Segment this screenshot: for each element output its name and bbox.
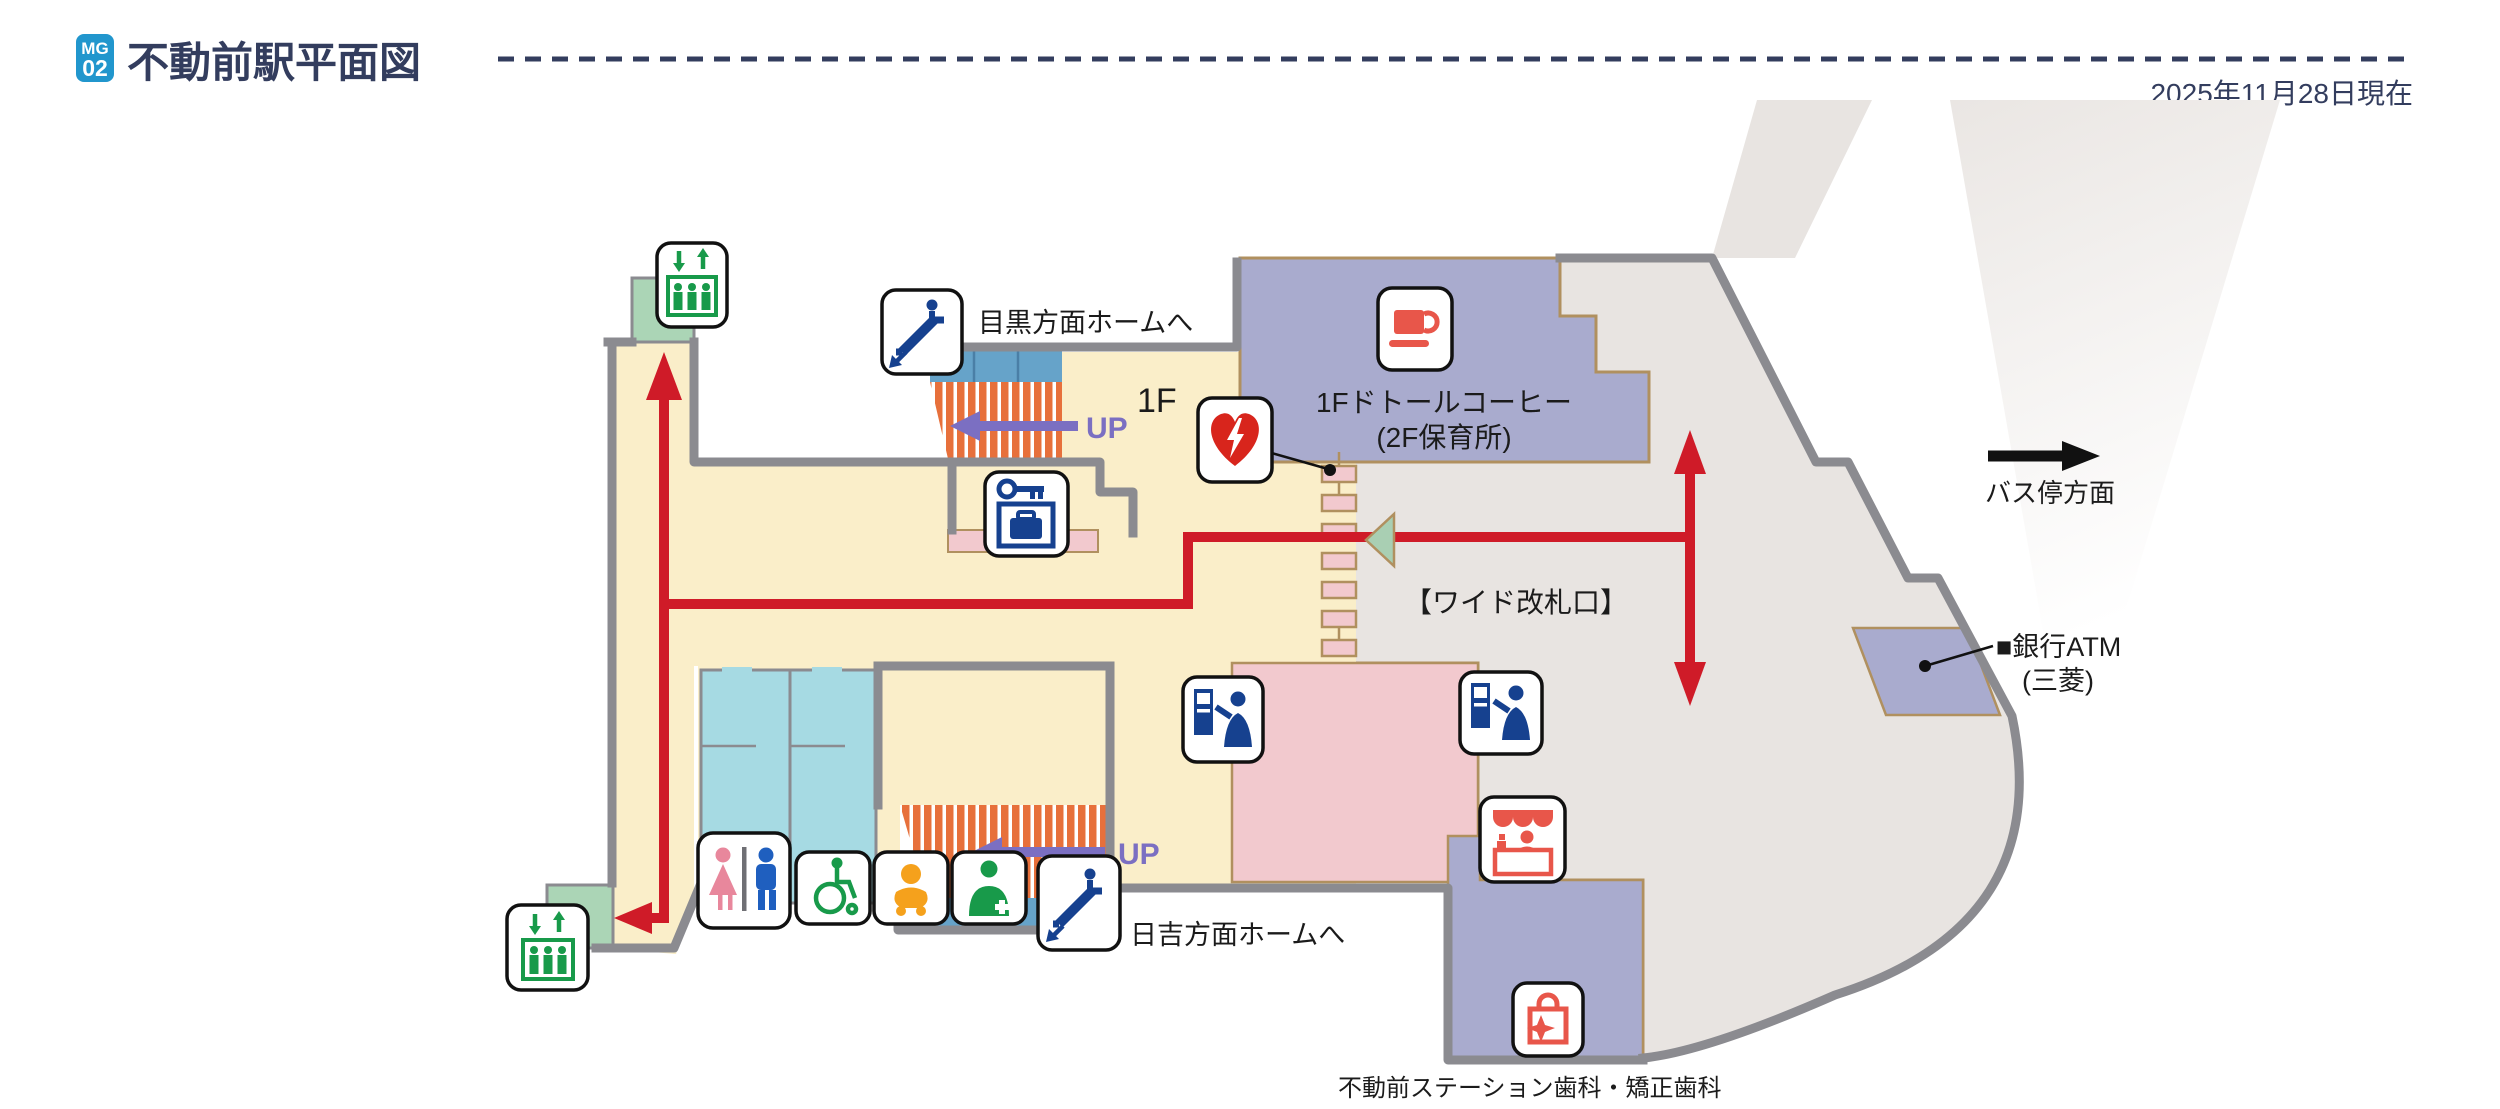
label-to-hiyoshi: 日吉方面ホームへ xyxy=(1130,920,1345,950)
label-atm-2: (三菱) xyxy=(2022,666,2094,696)
road-wedge xyxy=(1950,100,2280,655)
ticket-machine-icon xyxy=(1181,675,1265,764)
coffee-shop-icon xyxy=(1376,286,1454,372)
west-corridor-floor xyxy=(612,342,694,954)
route-arrowhead-down xyxy=(1674,662,1706,706)
escalator-icon xyxy=(880,288,964,376)
ticket-gates xyxy=(1320,452,1358,658)
aed-callout-dot xyxy=(1324,464,1336,476)
restroom-door-gap-1 xyxy=(722,667,752,673)
label-bus-stop: バス停方面 xyxy=(1985,478,2115,508)
wall-notch xyxy=(689,337,912,467)
map-labels: 目黒方面ホームへ 1F UP UP 1Fドトールコーヒー (2F保育所) 【ワイ… xyxy=(978,308,2121,1102)
page-title: 不動前駅平面図 xyxy=(127,39,421,86)
wall-corridor-bottom xyxy=(591,882,705,953)
gate-block xyxy=(1320,638,1358,658)
route-arrows xyxy=(614,352,1706,934)
route-arrowhead-left xyxy=(614,902,652,934)
wall-under-meguro-stairs xyxy=(902,457,1138,538)
gate-block xyxy=(1320,493,1358,513)
label-up-hiyoshi: UP xyxy=(1118,838,1160,871)
label-dental: 不動前ステーション歯科・矯正歯科 xyxy=(1338,1075,1722,1102)
ticket-machine-icon xyxy=(1458,670,1544,756)
badge-line2: 02 xyxy=(82,55,108,81)
baby-icon xyxy=(872,850,950,926)
aed-icon xyxy=(1196,396,1274,484)
atm-callout-dot xyxy=(1919,660,1931,672)
elevator-icon xyxy=(505,903,590,992)
gate-block xyxy=(1320,580,1358,600)
badge-line1: MG xyxy=(81,39,108,58)
aed-callout-line xyxy=(1267,450,1329,471)
label-wide-gate: 【ワイド改札口】 xyxy=(1404,587,1628,618)
callouts xyxy=(1267,441,2100,672)
meguro-stairs-wedge xyxy=(930,382,949,463)
escalator-icon xyxy=(1036,854,1122,952)
wall-northeast-outer xyxy=(1555,253,2024,1063)
wall-north-east-segment xyxy=(960,257,1242,352)
up-arrowhead-meguro xyxy=(950,411,980,441)
coin-locker-icon xyxy=(983,470,1070,558)
label-doutor-1: 1Fドトールコーヒー xyxy=(1316,387,1572,418)
bus-arrow-head xyxy=(2062,441,2100,471)
escalator-direction xyxy=(889,355,902,368)
header-badge xyxy=(76,34,114,82)
escalator-direction xyxy=(1046,929,1059,942)
wall-dental xyxy=(1105,883,1648,1065)
wide-gate-marker xyxy=(1364,511,1396,569)
header: MG 02 不動前駅平面図 2025年11月28日現在 xyxy=(76,34,2413,109)
gate-block xyxy=(1320,609,1358,629)
label-atm-1: ■銀行ATM xyxy=(1996,632,2121,662)
station-office-zone xyxy=(1230,661,1480,884)
atm-callout-line xyxy=(1924,644,1994,668)
kiosk-icon xyxy=(1478,795,1567,884)
nursing-icon xyxy=(950,850,1028,926)
route-arrowhead-up xyxy=(646,352,682,400)
shop-bag-icon xyxy=(1511,981,1585,1058)
route-corridor xyxy=(652,398,669,923)
label-to-meguro: 目黒方面ホームへ xyxy=(978,308,1193,338)
gate-block xyxy=(1320,551,1358,571)
paved-band-upper xyxy=(1712,100,1872,258)
zones xyxy=(545,256,2002,1062)
label-up-meguro: UP xyxy=(1086,412,1128,445)
restroom-door-gap-2 xyxy=(812,667,842,673)
restroom-icon xyxy=(696,831,792,930)
label-floor-1f: 1F xyxy=(1137,382,1177,420)
elevator-icon xyxy=(655,241,729,329)
route-arrowhead-up-2 xyxy=(1674,430,1706,474)
label-doutor-2: (2F保育所) xyxy=(1376,422,1511,453)
route-to-gate xyxy=(664,532,1686,609)
wheelchair-icon xyxy=(794,850,872,926)
